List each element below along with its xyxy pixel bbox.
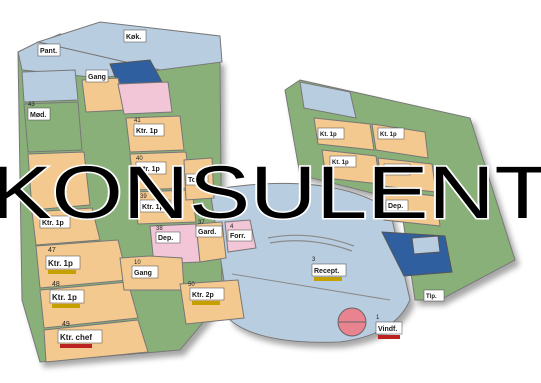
tag-ktr-1p-b-text: Ktr. 1p	[48, 259, 73, 268]
tag-dep-text: Dep.	[158, 235, 173, 242]
tag-recept	[311, 263, 347, 277]
tag-kt-1p-d-text: Kt. 1p	[386, 168, 403, 174]
room-ktr-1p	[27, 151, 91, 211]
tag-gard-text: Gard.	[198, 229, 216, 236]
tag-recept-text: Recept.	[314, 268, 339, 275]
status-bar	[314, 277, 342, 281]
tag-tlp-text: Tlp.	[426, 294, 437, 300]
room-left-top-blue	[21, 69, 79, 103]
tag-dep-right	[385, 199, 409, 212]
tag-vindf-text: Vindf.	[378, 326, 397, 333]
tag-ktr-1p-41	[133, 123, 165, 137]
tag-ktr-1p-40	[135, 161, 167, 175]
tag-gang-top-text: Gang	[88, 74, 106, 81]
tag-ktr-1p-c	[49, 289, 85, 304]
tag-kt-1p-d	[383, 163, 411, 176]
room-gang-top	[81, 77, 126, 113]
tag-kt-1p-b-text: Kt. 1p	[380, 132, 397, 138]
tag-dep-right-text: Dep.	[388, 203, 403, 210]
tag-kt-1p-c	[329, 155, 357, 168]
tag-ktr-1p-41-text: Ktr. 1p	[136, 128, 158, 135]
tag-ktr-2p-number: 50	[188, 282, 195, 288]
status-bars	[48, 270, 400, 348]
tag-ktr-1p-text: Ktr. 1p	[42, 220, 64, 227]
tag-ktr-1p-39-number: 39	[140, 194, 147, 200]
tag-ktr-2p-text: Ktr. 2p	[192, 292, 214, 299]
tag-pantry	[37, 43, 61, 57]
tag-ktr-chef	[57, 329, 103, 344]
tag-gang-10-text: Gang	[134, 270, 152, 277]
tag-ktr-2p	[189, 287, 225, 301]
tag-ktr-1p	[39, 215, 71, 229]
status-bar	[48, 270, 76, 274]
tag-gang-top	[85, 69, 109, 83]
tag-vindf-number: 1	[376, 315, 380, 321]
tag-kt-1p-c-text: Kt. 1p	[332, 160, 349, 166]
reception-divider	[231, 273, 391, 301]
tag-gang-10-number: 10	[134, 260, 141, 266]
status-bar	[378, 335, 400, 339]
tag-ktr-1p-b	[45, 255, 81, 270]
tag-top-kab	[123, 29, 147, 43]
tag-ktr-1p-39	[139, 199, 171, 213]
tag-mad-number: 43	[28, 102, 35, 108]
room-dep-right	[379, 189, 441, 227]
tag-forr-number: 4	[230, 224, 234, 230]
tag-forr-text: Forr.	[230, 233, 246, 240]
tag-mad-text: Mød.	[30, 112, 46, 119]
tag-toil-text: Toil	[188, 177, 200, 184]
status-bar	[60, 344, 92, 348]
room-right-top-blue	[299, 81, 357, 119]
tag-ktr-1p-c-text: Ktr. 1p	[52, 293, 77, 302]
tag-ktr-1p-41-number: 41	[134, 118, 141, 124]
tag-gard	[195, 225, 223, 238]
tag-pantry-text: Pant.	[40, 48, 57, 55]
tag-forr	[227, 229, 253, 242]
reception-desk-line-2	[269, 240, 353, 252]
tag-kt-1p-b	[377, 127, 405, 140]
tag-mad	[27, 107, 51, 121]
tag-ktr-1p-39-text: Ktr. 1p	[142, 204, 164, 211]
tag-tlp	[423, 289, 445, 302]
tag-toil	[185, 173, 209, 186]
room-tags: Køk. Pant. Gang Mød. 43 Ktr. 1p Ktr. 1p …	[27, 29, 445, 344]
tag-gang-10	[131, 265, 159, 279]
tag-vindf	[375, 321, 403, 335]
tag-ktr-1p-40-text: Ktr. 1p	[138, 166, 160, 173]
tag-ktr-1p-40-number: 40	[136, 156, 143, 162]
room-small-blue	[411, 235, 441, 255]
tag-ktr-1p-c-number: 48	[52, 281, 60, 288]
tag-gard-number: 37	[198, 220, 205, 226]
tag-kt-1p-text: Kt. 1p	[320, 132, 337, 138]
tag-ktr-chef-number: 49	[62, 321, 70, 328]
status-bar	[52, 304, 80, 308]
tag-recept-number: 3	[312, 257, 316, 263]
tag-dep	[155, 231, 181, 244]
reception-desk-line	[267, 234, 355, 247]
room-pink-upper	[117, 81, 173, 115]
status-bar	[192, 301, 220, 305]
tag-kt-1p	[317, 127, 345, 140]
tag-dep-number: 38	[156, 226, 163, 232]
tag-ktr-chef-text: Ktr. chef	[60, 333, 92, 342]
watermark-text: KONSULENT	[0, 151, 541, 234]
tag-ktr-1p-b-number: 47	[48, 247, 56, 254]
tag-top-kab-text: Køk.	[126, 34, 141, 41]
